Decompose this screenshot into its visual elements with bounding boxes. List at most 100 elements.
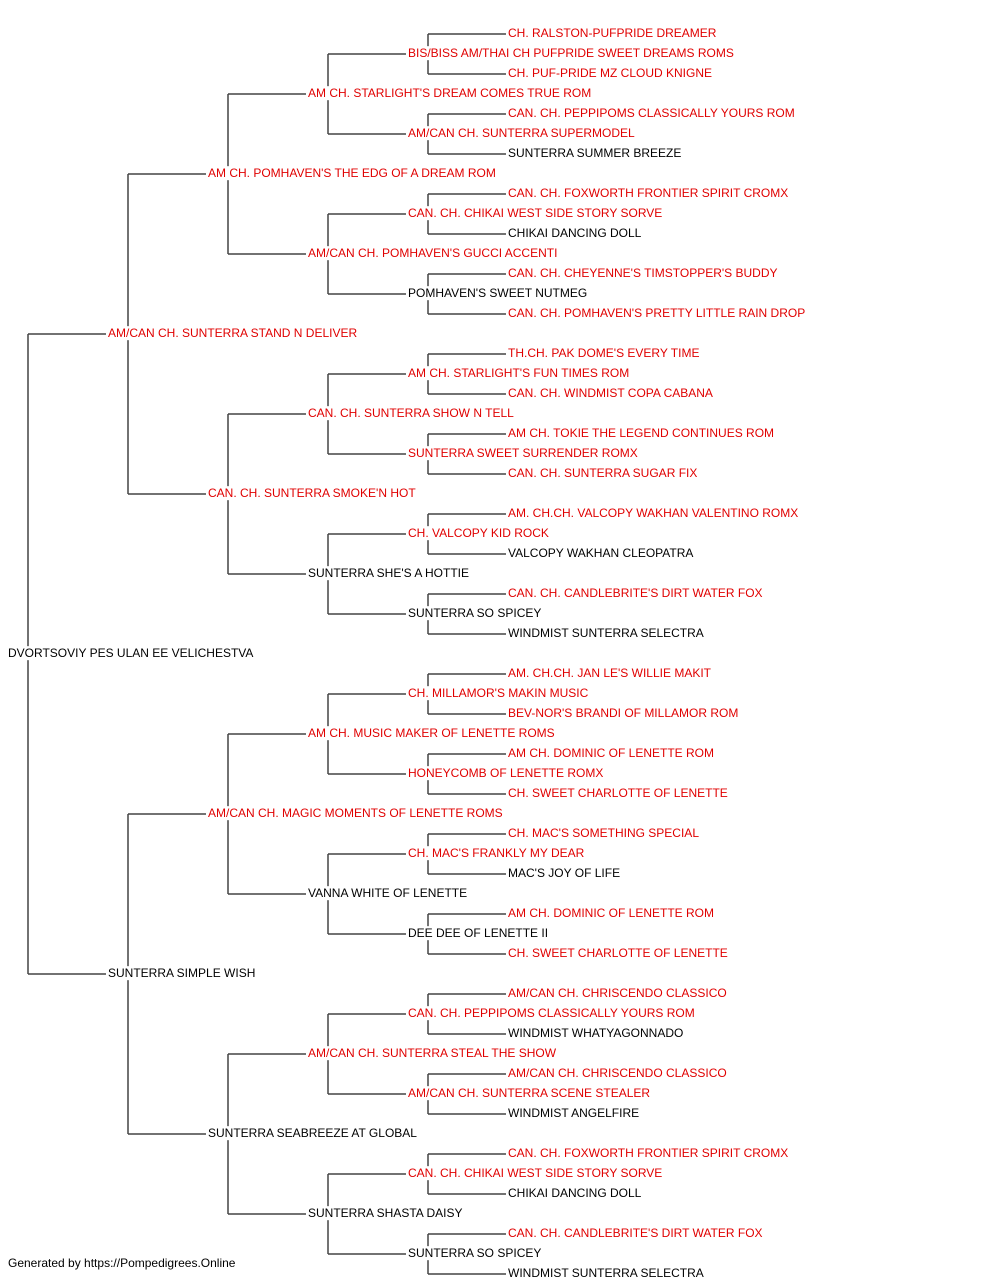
pedigree-name: AM CH. STARLIGHT'S DREAM COMES TRUE ROM: [308, 86, 591, 100]
pedigree-name: CHIKAI DANCING DOLL: [508, 1186, 642, 1200]
pedigree-name: AM CH. DOMINIC OF LENETTE ROM: [508, 746, 714, 760]
label-background: [507, 346, 701, 361]
pedigree-name: CAN. CH. FOXWORTH FRONTIER SPIRIT CROMX: [508, 186, 788, 200]
label-background: [507, 186, 790, 201]
pedigree-name: AM/CAN CH. CHRISCENDO CLASSICO: [508, 1066, 727, 1080]
label-background: [507, 1066, 728, 1081]
pedigree-name: WINDMIST SUNTERRA SELECTRA: [508, 1266, 704, 1280]
label-background: [507, 546, 695, 561]
pedigree-name: CH. RALSTON-PUFPRIDE DREAMER: [508, 26, 717, 40]
label-background: [407, 926, 550, 941]
label-background: [207, 166, 497, 181]
pedigree-name: CH. MILLAMOR'S MAKIN MUSIC: [408, 686, 589, 700]
label-background: [307, 886, 469, 901]
label-background: [507, 626, 705, 641]
pedigree-name: CAN. CH. CHIKAI WEST SIDE STORY SORVE: [408, 206, 662, 220]
label-background: [507, 386, 714, 401]
pedigree-name: WINDMIST SUNTERRA SELECTRA: [508, 626, 704, 640]
label-background: [507, 906, 716, 921]
pedigree-name: AM CH. POMHAVEN'S THE EDG OF A DREAM ROM: [208, 166, 496, 180]
pedigree-name: CAN. CH. FOXWORTH FRONTIER SPIRIT CROMX: [508, 1146, 788, 1160]
pedigree-name: AM/CAN CH. POMHAVEN'S GUCCI ACCENTI: [308, 246, 557, 260]
pedigree-name: AM CH. STARLIGHT'S FUN TIMES ROM: [408, 366, 629, 380]
pedigree-name: CAN. CH. SUNTERRA SMOKE'N HOT: [208, 486, 416, 500]
pedigree-name: MAC'S JOY OF LIFE: [508, 866, 620, 880]
pedigree-name: SUNTERRA SO SPICEY: [408, 606, 541, 620]
label-background: [507, 106, 796, 121]
pedigree-name: CH. MAC'S SOMETHING SPECIAL: [508, 826, 699, 840]
label-background: [307, 1046, 558, 1061]
label-background: [407, 526, 550, 541]
label-background: [507, 1186, 643, 1201]
label-background: [507, 26, 718, 41]
pedigree-name: CAN. CH. SUNTERRA SUGAR FIX: [508, 466, 697, 480]
label-background: [507, 1226, 764, 1241]
pedigree-name: AM CH. MUSIC MAKER OF LENETTE ROMS: [308, 726, 555, 740]
label-background: [507, 586, 764, 601]
label-background: [507, 66, 714, 81]
pedigree-name: AM/CAN CH. CHRISCENDO CLASSICO: [508, 986, 727, 1000]
label-background: [507, 1146, 790, 1161]
label-background: [507, 266, 779, 281]
label-background: [507, 466, 699, 481]
label-background: [407, 846, 586, 861]
pedigree-name: WINDMIST ANGELFIRE: [508, 1106, 639, 1120]
label-background: [7, 646, 255, 661]
label-background: [407, 206, 664, 221]
label-background: [507, 306, 807, 321]
pedigree-name: BIS/BISS AM/THAI CH PUFPRIDE SWEET DREAM…: [408, 46, 734, 60]
pedigree-name: SUNTERRA SWEET SURRENDER ROMX: [408, 446, 638, 460]
pedigree-name: HONEYCOMB OF LENETTE ROMX: [408, 766, 603, 780]
label-background: [207, 806, 504, 821]
pedigree-name: WINDMIST WHATYAGONNADO: [508, 1026, 683, 1040]
pedigree-name: SUNTERRA SEABREEZE AT GLOBAL: [208, 1126, 417, 1140]
pedigree-name: SUNTERRA SIMPLE WISH: [108, 966, 255, 980]
label-background: [307, 1206, 464, 1221]
label-background: [207, 1126, 419, 1141]
label-background: [307, 86, 593, 101]
label-background: [407, 1246, 543, 1261]
label-background: [507, 866, 622, 881]
label-background: [107, 326, 359, 341]
label-background: [507, 986, 728, 1001]
pedigree-name: SUNTERRA SUMMER BREEZE: [508, 146, 681, 160]
label-background: [407, 1166, 664, 1181]
pedigree-name: DVORTSOVIY PES ULAN EE VELICHESTVA: [8, 646, 253, 660]
label-background: [507, 146, 683, 161]
label-background: [507, 1106, 641, 1121]
pedigree-name: BEV-NOR'S BRANDI OF MILLAMOR ROM: [508, 706, 738, 720]
label-background: [507, 506, 800, 521]
label-background: [407, 1006, 696, 1021]
pedigree-name: AM/CAN CH. SUNTERRA SCENE STEALER: [408, 1086, 650, 1100]
label-background: [107, 966, 257, 981]
pedigree-name: CAN. CH. POMHAVEN'S PRETTY LITTLE RAIN D…: [508, 306, 805, 320]
pedigree-name: CH. MAC'S FRANKLY MY DEAR: [408, 846, 585, 860]
label-background: [307, 406, 516, 421]
label-background: [407, 126, 637, 141]
label-background: [407, 446, 639, 461]
pedigree-name: CH. SWEET CHARLOTTE OF LENETTE: [508, 946, 728, 960]
pedigree-name: AM. CH.CH. JAN LE'S WILLIE MAKIT: [508, 666, 712, 680]
pedigree-name: VALCOPY WAKHAN CLEOPATRA: [508, 546, 693, 560]
pedigree-name: AM. CH.CH. VALCOPY WAKHAN VALENTINO ROMX: [508, 506, 798, 520]
generated-by-footer: Generated by https://Pompedigrees.Online: [8, 1256, 236, 1270]
label-background: [407, 1086, 652, 1101]
label-background: [407, 686, 590, 701]
pedigree-name: CAN. CH. WINDMIST COPA CABANA: [508, 386, 713, 400]
pedigree-name: AM CH. DOMINIC OF LENETTE ROM: [508, 906, 714, 920]
pedigree-name: SUNTERRA SO SPICEY: [408, 1246, 541, 1260]
label-background: [207, 486, 418, 501]
pedigree-name: AM/CAN CH. SUNTERRA SUPERMODEL: [408, 126, 635, 140]
pedigree-name: CH. PUF-PRIDE MZ CLOUD KNIGNE: [508, 66, 712, 80]
pedigree-name: TH.CH. PAK DOME'S EVERY TIME: [508, 346, 699, 360]
label-background: [407, 46, 735, 61]
label-background: [407, 606, 543, 621]
pedigree-name: POMHAVEN'S SWEET NUTMEG: [408, 286, 587, 300]
label-background: [507, 426, 776, 441]
pedigree-name: AM CH. TOKIE THE LEGEND CONTINUES ROM: [508, 426, 774, 440]
pedigree-name: CH. SWEET CHARLOTTE OF LENETTE: [508, 786, 728, 800]
pedigree-name: VANNA WHITE OF LENETTE: [308, 886, 467, 900]
label-background: [307, 726, 556, 741]
label-background: [407, 286, 589, 301]
pedigree-name: CAN. CH. PEPPIPOMS CLASSICALLY YOURS ROM: [408, 1006, 695, 1020]
